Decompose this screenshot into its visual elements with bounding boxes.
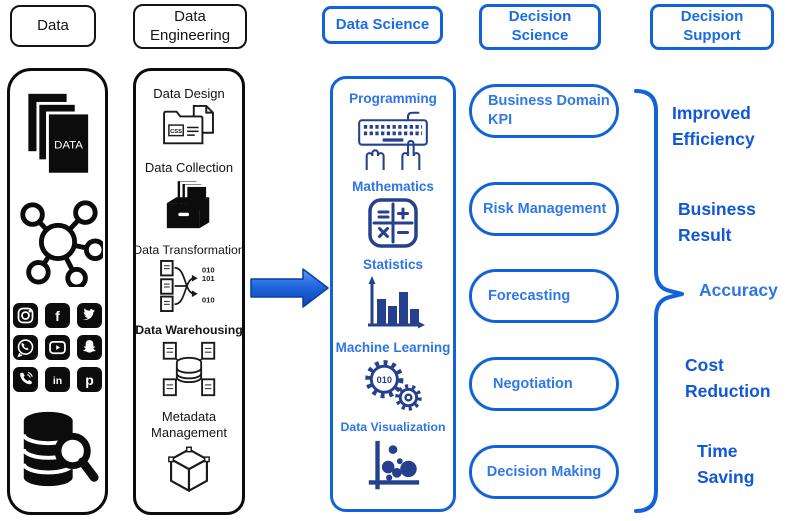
data-visualization-group: Data Visualization xyxy=(340,419,446,497)
data-collection-icon xyxy=(166,179,210,229)
mathematics-calculator-icon xyxy=(368,198,418,249)
data-collection-label: Data Collection xyxy=(144,160,234,176)
svg-text:p: p xyxy=(85,371,94,387)
pill-business-domain-kpi-label: Business Domain KPI xyxy=(488,93,610,128)
facebook-icon: f xyxy=(45,302,70,328)
curly-brace xyxy=(634,89,684,513)
svg-text:f: f xyxy=(55,307,60,323)
header-data: Data xyxy=(10,5,96,47)
data-transformation-group: Data Transformation 010 101 010 xyxy=(133,243,245,313)
svg-text:010: 010 xyxy=(377,375,392,385)
outcome-cost-reduction: Cost Reduction xyxy=(685,355,771,402)
svg-text:010: 010 xyxy=(202,266,215,275)
data-warehousing-group: Data Warehousing xyxy=(135,323,243,398)
data-engineering-panel: Data Design CSS Data Collection xyxy=(133,68,245,515)
data-collection-group: Data Collection xyxy=(145,160,233,232)
outcome-business-result: Business Result xyxy=(678,199,756,246)
data-visualization-bubble-icon xyxy=(368,440,420,490)
instagram-icon xyxy=(13,302,38,328)
svg-text:in: in xyxy=(53,374,62,386)
data-design-icon: CSS xyxy=(163,104,214,144)
whatsapp-icon xyxy=(13,334,38,360)
machine-learning-group: Machine Learning 010 xyxy=(335,339,451,412)
pill-forecasting-label: Forecasting xyxy=(488,287,571,304)
header-decision-support: Decision Support xyxy=(650,4,774,50)
youtube-icon xyxy=(45,334,70,360)
statistics-barchart-icon xyxy=(368,276,425,329)
programming-group: Programming xyxy=(349,91,437,171)
header-data-science-label: Data Science xyxy=(335,15,430,33)
statistics-group: Statistics xyxy=(360,257,426,331)
twitter-icon xyxy=(77,302,102,328)
data-warehousing-icon xyxy=(162,341,216,396)
svg-text:101: 101 xyxy=(202,274,216,283)
outcome-accuracy: Accuracy xyxy=(699,280,778,300)
metadata-management-group: Metadata Management xyxy=(146,409,232,498)
mathematics-group: Mathematics xyxy=(352,179,434,249)
machine-learning-gears-icon: 010 xyxy=(365,359,422,411)
pill-forecasting: Forecasting xyxy=(469,269,619,323)
pill-risk-management-label: Risk Management xyxy=(483,200,607,217)
svg-text:CSS: CSS xyxy=(170,129,182,135)
data-warehousing-label: Data Warehousing xyxy=(135,322,243,337)
flow-arrow xyxy=(250,268,329,308)
header-data-engineering: Data Engineering xyxy=(133,4,247,49)
header-decision-science-label: Decision Science xyxy=(508,8,572,44)
snapchat-icon xyxy=(77,334,102,360)
data-transformation-icon: 010 101 010 xyxy=(160,260,216,313)
programming-keyboard-icon xyxy=(358,111,428,171)
data-science-panel: Programming Mathematics xyxy=(330,76,456,512)
phone-icon xyxy=(13,366,38,392)
outcome-time-saving: Time Saving xyxy=(697,441,755,488)
data-design-label: Data Design xyxy=(153,85,225,101)
documents-stack-icon: DATA xyxy=(27,94,91,176)
linkedin-icon: in xyxy=(45,366,70,392)
header-data-engineering-label: Data Engineering xyxy=(149,7,231,44)
header-data-science: Data Science xyxy=(322,6,443,44)
header-data-label: Data xyxy=(37,16,69,34)
pinterest-icon: p xyxy=(77,366,102,392)
social-media-grid: f in p xyxy=(13,302,102,392)
pill-decision-making-label: Decision Making xyxy=(486,463,602,480)
pill-risk-management: Risk Management xyxy=(469,182,619,236)
metadata-management-label: Metadata Management xyxy=(151,408,227,441)
svg-text:010: 010 xyxy=(202,295,215,304)
database-search-icon xyxy=(21,411,99,486)
statistics-label: Statistics xyxy=(362,257,424,273)
outcome-improved-efficiency: Improved Efficiency xyxy=(672,103,755,150)
data-visualization-label: Data Visualization xyxy=(340,419,446,434)
pill-business-domain-kpi: Business Domain KPI xyxy=(469,84,619,138)
programming-label: Programming xyxy=(349,91,437,107)
data-sources-panel: DATA f xyxy=(7,68,108,515)
data-transformation-label: Data Transformation xyxy=(133,243,245,258)
pill-negotiation: Negotiation xyxy=(469,357,619,411)
header-decision-support-label: Decision Support xyxy=(680,8,744,44)
network-hub-icon xyxy=(19,200,103,288)
data-design-group: Data Design CSS xyxy=(153,86,225,150)
pill-decision-making: Decision Making xyxy=(469,445,619,499)
mathematics-label: Mathematics xyxy=(352,179,434,195)
data-document-label: DATA xyxy=(54,140,83,152)
header-decision-science: Decision Science xyxy=(479,4,601,50)
machine-learning-label: Machine Learning xyxy=(335,339,451,355)
metadata-management-icon xyxy=(168,446,210,493)
pill-negotiation-label: Negotiation xyxy=(493,375,573,392)
